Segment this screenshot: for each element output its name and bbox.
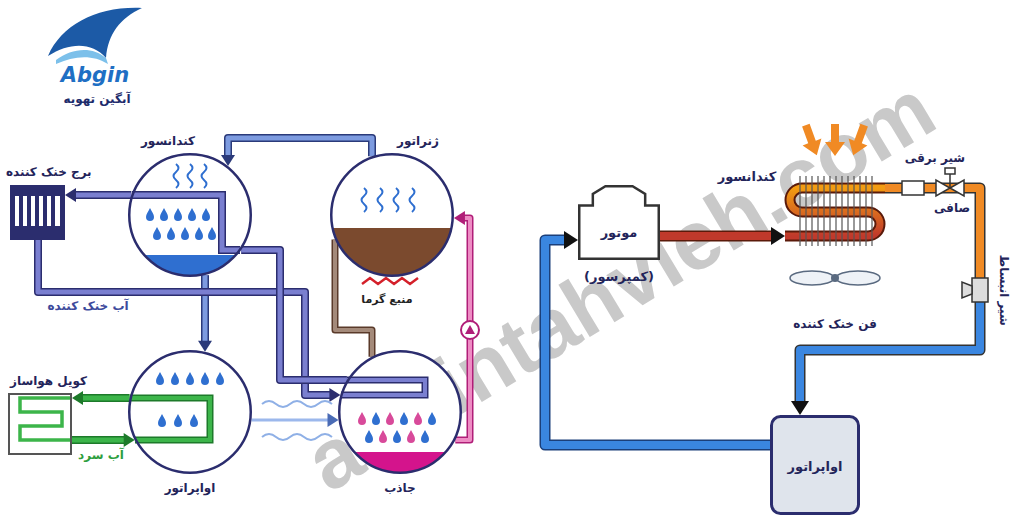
component-label: کندانسور xyxy=(141,134,195,148)
component-label: کندانسور xyxy=(718,169,777,185)
heat-source-zigzag xyxy=(362,278,418,284)
pipe-connector xyxy=(221,138,372,166)
condenser-fins xyxy=(800,176,872,246)
valve-symbols xyxy=(902,168,964,196)
vapor-waves xyxy=(262,401,332,440)
component-label: فن خنک کننده xyxy=(793,317,877,331)
evaporator-interior xyxy=(129,351,251,473)
evaporator-unit: اواپراتور xyxy=(770,415,860,515)
cooling-fan: فن خنک کننده xyxy=(775,262,895,337)
fan-blades xyxy=(790,271,880,285)
logo-wordmark: Abgin xyxy=(61,63,129,88)
pipe-connector xyxy=(545,231,770,445)
compressor-motor: موتور(کمپرسور) xyxy=(578,185,660,260)
air-handler-coil-tube xyxy=(20,398,72,440)
compressor-motor-outline xyxy=(578,185,660,260)
edge-label: آب سرد xyxy=(75,448,127,462)
condenser-interior xyxy=(120,154,260,295)
pipe-connector xyxy=(198,275,212,352)
condenser-vessel-outline xyxy=(128,153,252,277)
generator-interior xyxy=(325,154,465,288)
heat-arrows xyxy=(796,122,873,159)
logo-tagline: آبگین تهویه xyxy=(63,92,130,106)
expansion-valve-symbol xyxy=(962,278,988,302)
pipe-connector xyxy=(241,250,347,380)
condenser-coil: کندانسور xyxy=(785,165,885,250)
pipe-connector xyxy=(72,433,135,447)
absorber-interior xyxy=(330,351,470,482)
generator-vessel-outline xyxy=(330,153,454,277)
filter-label: صافی xyxy=(934,201,970,215)
pipe-connector xyxy=(791,188,980,415)
cooling-tower-fill xyxy=(10,185,65,240)
heat-source-label: منبع گرما xyxy=(361,293,412,306)
component-label: برج خنک کننده xyxy=(6,165,92,179)
pump-symbol xyxy=(461,321,479,339)
pipe-connector xyxy=(660,227,785,245)
component-label: (کمپرسور) xyxy=(584,269,654,285)
evaporator-vessel: اواپراتور xyxy=(128,350,252,474)
generator-vessel: ژنراتور xyxy=(330,153,454,277)
component-label: اواپراتور xyxy=(165,481,216,495)
logo-wave xyxy=(48,8,142,64)
pipe-connector xyxy=(251,413,338,427)
evaporator-vessel-outline xyxy=(128,350,252,474)
pipe-connector xyxy=(72,391,130,405)
air-handler-coil: کویل هواساز xyxy=(8,393,72,455)
edge-label: آب خنک کننده xyxy=(44,299,131,313)
condenser-vessel: کندانسور xyxy=(128,153,252,277)
component-label: اواپراتور xyxy=(788,459,843,475)
component-label: کویل هواساز xyxy=(10,374,87,388)
absorber-vessel: جاذب xyxy=(338,350,462,474)
cooling-tower-outline xyxy=(10,185,65,240)
expansion-valve-label: شیر انبساط xyxy=(997,254,1011,325)
absorber-vessel-outline xyxy=(338,350,462,474)
cooling-tower: برج خنک کننده xyxy=(10,185,65,240)
valve-label: شیر برقی xyxy=(905,151,965,165)
component-label: ژنراتور xyxy=(397,134,439,148)
component-label: جاذب xyxy=(384,481,415,495)
air-handler-coil-outline xyxy=(8,393,72,455)
component-label: موتور xyxy=(601,225,638,241)
pipe-connector xyxy=(65,188,131,202)
